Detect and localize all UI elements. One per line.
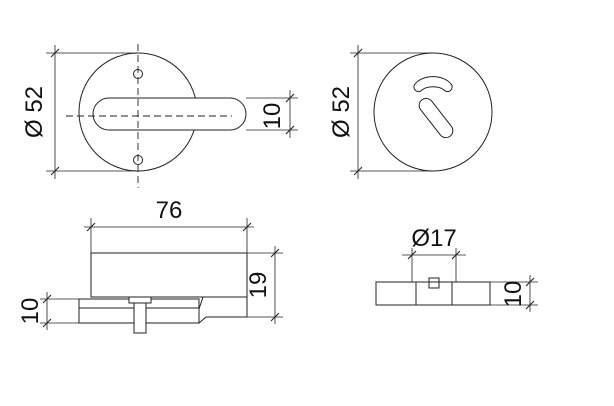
indicator-stem: [428, 277, 440, 289]
side-height-label: 19: [245, 272, 272, 299]
lever-side-body: [90, 252, 248, 298]
rear-diameter-dimension: Ø 52: [328, 45, 433, 179]
front-diameter-dimension: Ø 52: [21, 45, 138, 179]
side-rose-thickness-label: 10: [17, 298, 44, 325]
spindle-collar: [128, 296, 152, 304]
indicator-hub: [415, 281, 453, 306]
spindle-shaft: [133, 302, 147, 334]
front-view: Ø 52 10: [21, 44, 298, 188]
lever-height-label: 10: [259, 103, 286, 130]
indicator-diameter-dimension: Ø17: [402, 225, 466, 282]
rear-diameter-label: Ø 52: [328, 86, 355, 138]
thumb-turn-slot-icon: [418, 97, 454, 139]
side-length-label: 76: [156, 197, 183, 224]
side-height-dimension: 19: [245, 246, 283, 324]
indicator-rose-plate: [375, 281, 491, 306]
lever-neck-outline: [198, 296, 248, 324]
side-length-dimension: 76: [84, 197, 254, 253]
rear-view: Ø 52: [328, 45, 493, 179]
rear-rose-outline: [373, 52, 493, 172]
indicator-thickness-dimension: 10: [490, 275, 538, 312]
side-rose-thickness-dimension: 10: [17, 292, 79, 330]
front-diameter-label: Ø 52: [21, 86, 48, 138]
lever-handle: [92, 97, 247, 131]
indicator-side-view: Ø17 10: [375, 225, 538, 312]
indicator-window-icon: [413, 76, 453, 93]
side-view: 76 19 10: [17, 197, 283, 334]
indicator-diameter-label: Ø17: [411, 225, 456, 252]
lever-height-dimension: 10: [246, 90, 298, 138]
indicator-thickness-label: 10: [500, 281, 527, 308]
